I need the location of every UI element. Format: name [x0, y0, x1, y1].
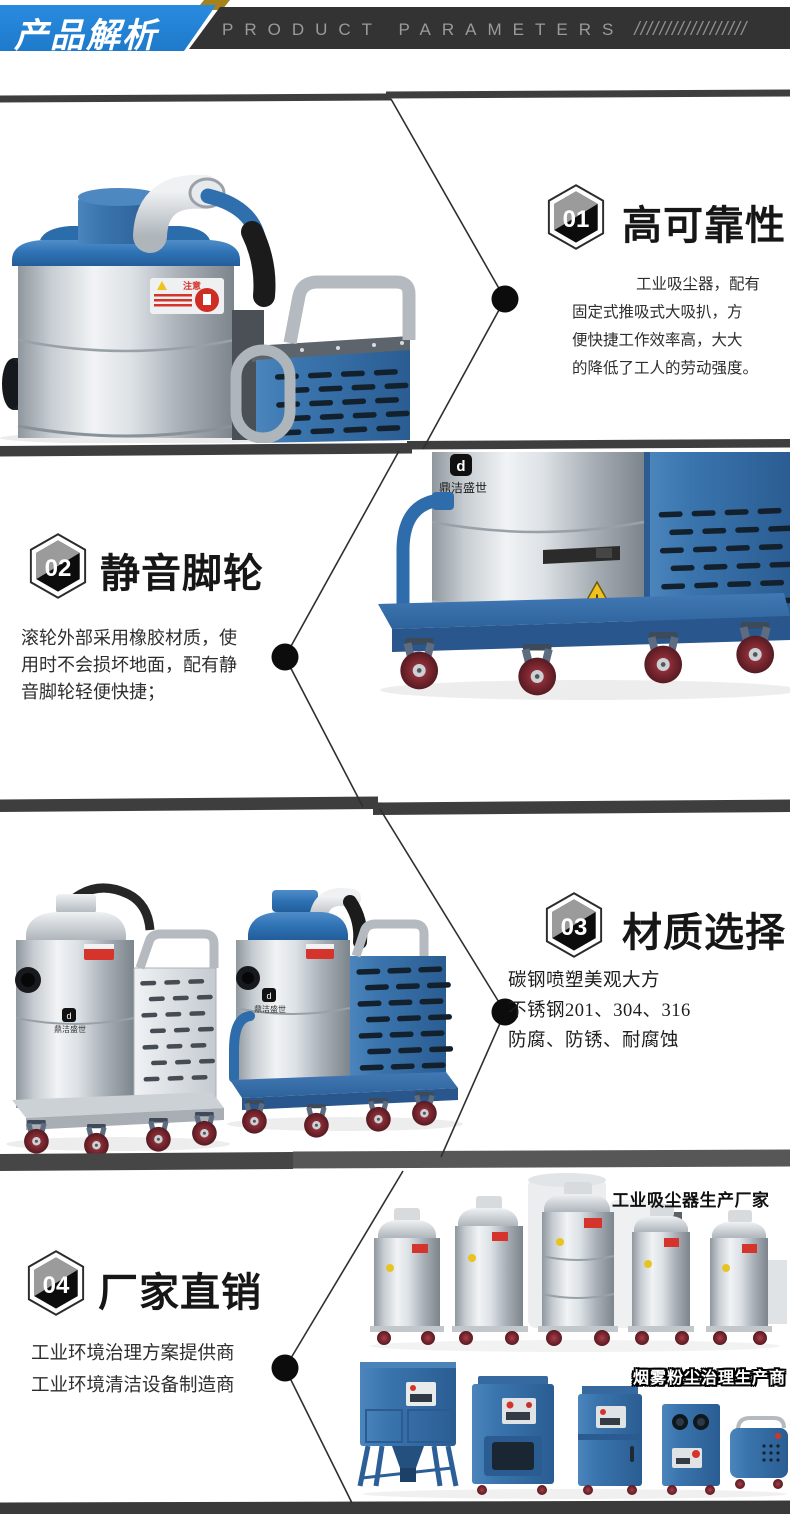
connector-dot	[271, 643, 299, 671]
header-blue-ribbon	[0, 5, 216, 51]
cart-deck	[378, 593, 790, 629]
svg-text:鼎洁盛世: 鼎洁盛世	[54, 1024, 86, 1034]
warning-label: 注意	[150, 278, 224, 314]
svg-text:d: d	[266, 991, 271, 1001]
page-subtitle: PRODUCT PARAMETERS //////////////////	[222, 19, 747, 41]
feature-description-2: 滚轮外部采用橡胶材质，使 用时不会损坏地面，配有静 音脚轮轻便快捷；	[21, 625, 237, 706]
description-line: 用时不会损坏地面，配有静	[21, 655, 237, 675]
divider-band	[386, 89, 790, 99]
product-group-vacuums	[370, 1173, 787, 1352]
feature-title-3: 材质选择	[622, 911, 786, 955]
vacuum-unit	[706, 1210, 787, 1345]
divider-band	[373, 799, 790, 815]
caption-vacuum-factory: 工业吸尘器生产厂家	[612, 1191, 770, 1210]
dust-collector-unit	[662, 1404, 720, 1495]
subtitle-text: PRODUCT PARAMETERS	[222, 20, 625, 39]
feature-title-4: 厂家直销	[98, 1271, 262, 1315]
svg-text:d: d	[66, 1011, 71, 1021]
page-title: 产品解析	[14, 17, 158, 55]
description-line: 音脚轮轻便快捷；	[21, 682, 165, 702]
cart-apron	[392, 616, 790, 652]
vacuum-unit	[370, 1208, 444, 1345]
slashes-decoration: //////////////////	[634, 19, 748, 40]
badge-number: 04	[43, 1272, 70, 1299]
feature-description-1: 工业吸尘器，配有 固定式推吸式大吸扒，方 便快捷工作效率高，大大 的降低了工人的…	[572, 271, 760, 383]
description-line: 滚轮外部采用橡胶材质，使	[21, 628, 237, 648]
badge-hexagon-04: 04	[27, 1250, 85, 1316]
product-image-vacuum-pair: d 鼎洁盛世	[6, 883, 463, 1160]
motor-box-top-band	[252, 336, 410, 362]
hose-grip	[241, 221, 276, 307]
push-handle	[283, 275, 416, 345]
description-line: 防腐、防锈、耐腐蚀	[508, 1031, 680, 1051]
connector-dot	[271, 1354, 299, 1382]
badge-number: 03	[561, 914, 588, 941]
grey-vacuum: d 鼎洁盛世	[12, 883, 224, 1158]
dust-collector-unit	[730, 1416, 788, 1489]
product-image-vacuum-2: d 鼎洁盛世 !	[378, 452, 790, 700]
blue-lid	[12, 240, 240, 266]
feature-description-4: 工业环境治理方案提供商 工业环境清洁设备制造商	[31, 1337, 235, 1401]
badge-hexagon-01: 01	[547, 184, 605, 250]
blue-vacuum: d 鼎洁盛世	[229, 888, 458, 1138]
bottom-band	[0, 1500, 790, 1514]
feature-title-1: 高可靠性	[622, 204, 786, 248]
dust-collector-unit	[357, 1362, 459, 1487]
brand-logo: d 鼎洁盛世	[439, 454, 487, 495]
drum-grip-handle	[230, 344, 296, 443]
vacuum-unit	[538, 1182, 618, 1346]
product-image-vacuum-1: 注意	[0, 174, 416, 443]
badge-number: 01	[563, 206, 590, 233]
vacuum-unit	[628, 1204, 694, 1345]
feature-description-3: 碳钢喷塑美观大方 不锈钢201、304、316 防腐、防锈、耐腐蚀	[508, 966, 691, 1056]
badge-hexagon-03: 03	[545, 892, 603, 958]
vacuum-unit	[452, 1196, 528, 1345]
page-header: 产品解析 PRODUCT PARAMETERS /////////////////…	[0, 0, 790, 58]
dust-collector-unit	[472, 1376, 554, 1495]
description-line: 工业环境清洁设备制造商	[31, 1374, 235, 1395]
description-line: 工业环境治理方案提供商	[31, 1342, 235, 1363]
description-line: 碳钢喷塑美观大方	[508, 971, 661, 991]
description-line: 工业吸尘器，配有	[635, 276, 760, 293]
badge-hexagon-02: 02	[29, 533, 87, 599]
feature-title-2: 静音脚轮	[100, 552, 264, 596]
description-line: 的降低了工人的劳动强度。	[572, 360, 759, 377]
description-line: 固定式推吸式大吸扒，方	[572, 304, 743, 321]
floor-shadow	[380, 680, 790, 700]
svg-text:鼎洁盛世: 鼎洁盛世	[254, 1004, 286, 1014]
svg-text:d: d	[456, 458, 465, 475]
badge-number: 02	[45, 555, 72, 582]
svg-text:注意: 注意	[183, 280, 201, 291]
description-line: 不锈钢201、304、316	[508, 1001, 691, 1021]
header-dark-bar	[189, 7, 790, 49]
dust-collector-unit	[578, 1386, 642, 1495]
description-line: 便快捷工作效率高，大大	[572, 332, 743, 349]
svg-text:鼎洁盛世: 鼎洁盛世	[439, 480, 487, 495]
caption-fume-factory: 烟雾粉尘治理生产商	[633, 1370, 787, 1387]
